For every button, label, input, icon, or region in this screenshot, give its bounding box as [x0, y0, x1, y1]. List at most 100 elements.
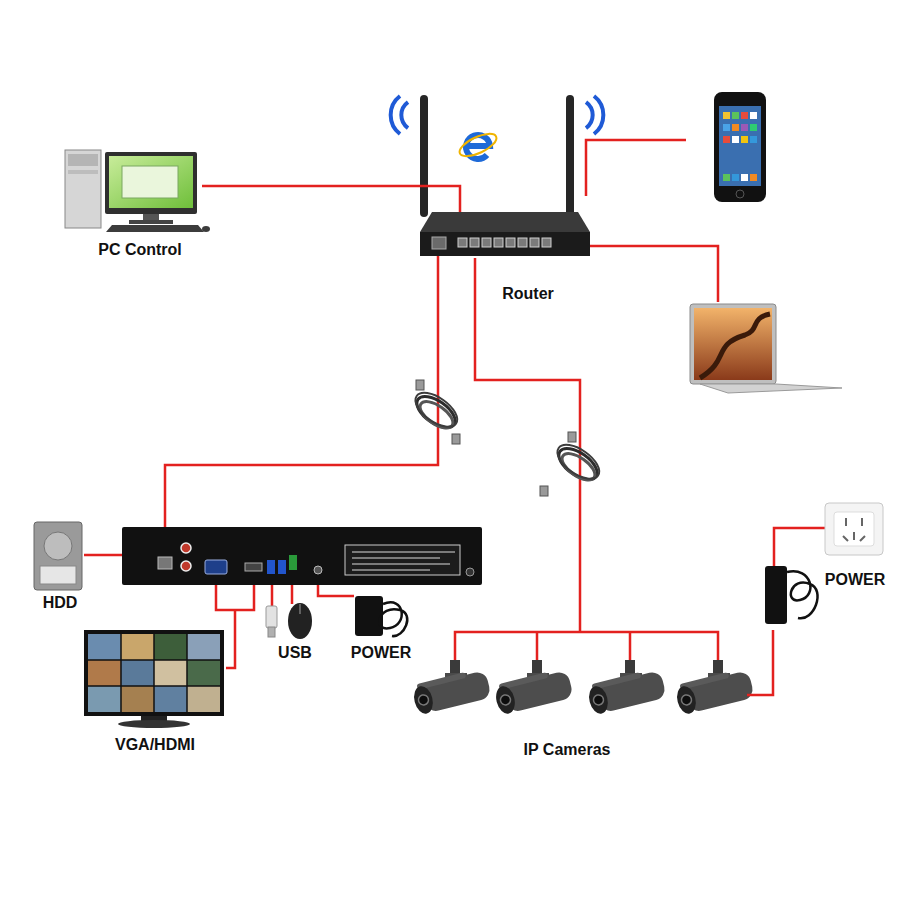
- network-cable: [747, 630, 773, 695]
- app-icon: [723, 124, 730, 131]
- app-icon: [723, 174, 730, 181]
- device-label: Router: [502, 285, 554, 303]
- pc-mouse: [202, 226, 210, 232]
- pc-tower: [65, 150, 101, 228]
- audio-port: [181, 561, 191, 571]
- adapter-cable: [787, 571, 818, 618]
- monitor-bezel: [84, 630, 224, 716]
- alarm-terminal: [289, 555, 297, 570]
- phone-home-button: [736, 190, 744, 198]
- network-cable-coil: [409, 386, 463, 434]
- usb-wire: [271, 574, 274, 606]
- laptop-wire: [588, 246, 718, 302]
- app-icon: [732, 124, 739, 131]
- rj45-plug: [416, 380, 424, 390]
- usb-port: [267, 560, 275, 574]
- pc-stand-base: [129, 220, 173, 224]
- router-port: [530, 238, 539, 247]
- camera-tile: [121, 686, 154, 712]
- app-icon: [732, 174, 739, 181]
- router-device: Router: [420, 212, 590, 258]
- ip-camera: [493, 660, 574, 716]
- browser-icon-ring: [456, 129, 499, 160]
- power-adapter-device: POWER: [345, 592, 405, 642]
- power-adapter: [765, 566, 787, 624]
- usb-port: [278, 560, 286, 574]
- camera-tile: [187, 660, 220, 686]
- usb-stick: [266, 606, 277, 628]
- router-port: [458, 238, 467, 247]
- wall-outlet: [825, 503, 883, 555]
- network-cable: [202, 186, 460, 212]
- camera-tile: [88, 686, 121, 712]
- pc-window: [122, 166, 178, 198]
- rj45-plug: [452, 434, 460, 444]
- router-port: [494, 238, 503, 247]
- router-body-top: [420, 212, 590, 232]
- app-icon: [723, 112, 730, 119]
- sticker-lines: [352, 552, 455, 570]
- monitor-stand: [141, 716, 167, 722]
- router-port: [470, 238, 479, 247]
- power-jack: [314, 566, 322, 574]
- hdd-device: HDD: [32, 520, 84, 590]
- camera-group: IP Cameras: [405, 632, 747, 735]
- laptop-screen: [694, 308, 772, 380]
- router-port: [518, 238, 527, 247]
- network-cable: [475, 258, 580, 632]
- phone-screen: [719, 106, 761, 186]
- phone-wire: [586, 140, 686, 196]
- laptop-base: [700, 384, 842, 393]
- power-adapter: [355, 596, 383, 636]
- cable-loop: [410, 386, 463, 433]
- device-label: HDD: [43, 594, 78, 612]
- camera-bus-wire: [455, 632, 718, 662]
- camera-tile: [187, 686, 220, 712]
- phone-body: [714, 92, 766, 202]
- laptop-wallpaper: [700, 314, 770, 378]
- pc-drive-bay: [68, 154, 98, 166]
- network-cable-coil: [551, 438, 605, 486]
- app-icon: [750, 136, 757, 143]
- nvr-sticker: [345, 545, 460, 575]
- nvr-body: [122, 527, 482, 585]
- pc-device: PC Control: [60, 148, 202, 234]
- camera-tile: [121, 660, 154, 686]
- app-icon: [741, 136, 748, 143]
- outlet-face: [834, 512, 874, 546]
- ground-screw: [466, 568, 474, 576]
- nvr-lan-wire: [165, 256, 438, 557]
- device-label: USB: [278, 644, 312, 662]
- cable-loop: [416, 397, 457, 434]
- wifi-waves: [391, 96, 408, 134]
- app-icon: [732, 112, 739, 119]
- outlet-wire: [774, 528, 826, 566]
- video-wire: [216, 571, 254, 610]
- audio-port: [181, 543, 191, 553]
- device-label: VGA/HDMI: [115, 736, 195, 754]
- lan-port: [158, 557, 172, 569]
- device-label: IP Cameras: [524, 741, 611, 759]
- nvr-power-wire: [318, 575, 354, 596]
- usb-devices: USB: [262, 600, 314, 642]
- ip-camera: [411, 660, 492, 716]
- outlet-sockets: [843, 518, 865, 541]
- ip-camera: [674, 660, 755, 716]
- camera-tile: [154, 686, 187, 712]
- hdd-wire: [84, 554, 122, 557]
- pc-keyboard: [106, 225, 204, 232]
- app-icon: [750, 112, 757, 119]
- monitor-wire: [226, 610, 235, 668]
- app-icon: [723, 136, 730, 143]
- tile-grid: [88, 634, 220, 712]
- camera-tile: [121, 634, 154, 660]
- pc-drive-bay: [68, 170, 98, 174]
- camera-tile: [88, 660, 121, 686]
- laptop-lid: [690, 304, 776, 384]
- hdmi-port: [245, 563, 262, 571]
- cable-loop: [558, 449, 599, 486]
- router-port: [482, 238, 491, 247]
